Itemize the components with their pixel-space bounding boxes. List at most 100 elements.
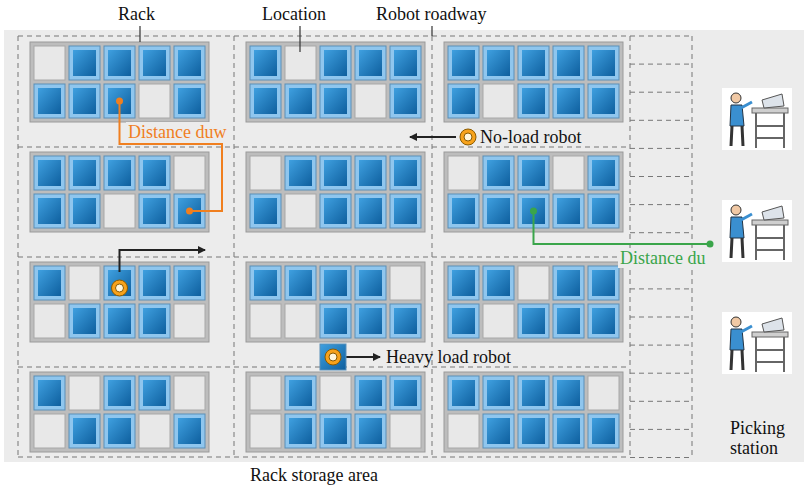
- location-load: [359, 198, 382, 224]
- location-full: [139, 194, 170, 228]
- worker-arm: [741, 326, 752, 332]
- roadway-line: [692, 36, 693, 457]
- location-empty: [448, 414, 479, 448]
- location-empty: [483, 304, 514, 338]
- station-lane: [630, 317, 692, 318]
- rack: [444, 372, 623, 452]
- location-load: [73, 160, 96, 186]
- location-full: [320, 194, 351, 228]
- location-full: [483, 414, 514, 448]
- location-full: [69, 156, 100, 190]
- location-load: [522, 380, 545, 406]
- location-full: [553, 376, 584, 410]
- location-full: [104, 376, 135, 410]
- location-full: [483, 376, 514, 410]
- location-empty: [285, 304, 316, 338]
- roadway-line: [18, 457, 630, 458]
- location-load: [487, 50, 510, 76]
- location-load: [108, 270, 131, 296]
- location-empty: [139, 84, 170, 118]
- picking-station-icon: [722, 200, 792, 262]
- location-full: [285, 156, 316, 190]
- picking-station-icon: [722, 88, 792, 150]
- location-load: [38, 160, 61, 186]
- storage-ground: [4, 30, 804, 462]
- location-load: [522, 418, 545, 444]
- location-full: [483, 194, 514, 228]
- location-full: [390, 194, 421, 228]
- location-full: [588, 46, 619, 80]
- location-full: [104, 46, 135, 80]
- robot-center: [464, 133, 472, 141]
- robot-move-arrow: [120, 250, 206, 272]
- location-load: [592, 160, 615, 186]
- location-load: [487, 418, 510, 444]
- location-empty: [34, 46, 65, 80]
- location-full: [104, 304, 135, 338]
- location-full: [250, 84, 281, 118]
- location-full: [588, 414, 619, 448]
- location-full: [390, 46, 421, 80]
- location-full: [69, 304, 100, 338]
- location-load: [73, 418, 96, 444]
- distance-label: Distance du: [618, 248, 707, 268]
- location-empty: [104, 194, 135, 228]
- location-load: [394, 308, 417, 334]
- location-full: [69, 46, 100, 80]
- location-full: [588, 304, 619, 338]
- station-desk: [752, 332, 788, 337]
- location-full: [518, 156, 549, 190]
- part-label: Location: [262, 4, 326, 24]
- location-full: [320, 46, 351, 80]
- station-lane: [630, 429, 692, 430]
- location-full: [69, 84, 100, 118]
- location-full: [448, 266, 479, 300]
- location-full: [34, 266, 65, 300]
- location-full: [518, 84, 549, 118]
- location-load: [557, 50, 580, 76]
- location-load: [143, 270, 166, 296]
- location-full: [390, 376, 421, 410]
- location-load: [289, 418, 312, 444]
- location-full: [553, 46, 584, 80]
- location-full: [355, 266, 386, 300]
- location-full: [285, 376, 316, 410]
- rack: [246, 42, 425, 122]
- station-lane: [630, 457, 692, 458]
- location-load: [73, 50, 96, 76]
- location-empty: [250, 304, 281, 338]
- location-load: [178, 88, 201, 114]
- location-full: [355, 414, 386, 448]
- location-load: [359, 380, 382, 406]
- robot-label: Heavy load robot: [386, 347, 511, 367]
- location-load: [324, 270, 347, 296]
- location-full: [448, 304, 479, 338]
- location-load: [108, 308, 131, 334]
- location-load: [592, 50, 615, 76]
- location-load: [557, 418, 580, 444]
- location-load: [592, 198, 615, 224]
- station-lane: [630, 36, 692, 37]
- location-load: [143, 308, 166, 334]
- location-empty: [320, 376, 351, 410]
- location-load: [108, 160, 131, 186]
- location-load: [143, 160, 166, 186]
- distance-du-path: [534, 211, 711, 244]
- location-load: [487, 380, 510, 406]
- location-load: [143, 198, 166, 224]
- location-full: [588, 84, 619, 118]
- location-load: [38, 88, 61, 114]
- location-full: [320, 304, 351, 338]
- location-full: [448, 376, 479, 410]
- station-shelf: [756, 225, 784, 260]
- location-load: [452, 308, 475, 334]
- location-load: [254, 88, 277, 114]
- location-full: [448, 194, 479, 228]
- location-load: [452, 88, 475, 114]
- location-load: [254, 50, 277, 76]
- location-full: [104, 156, 135, 190]
- location-empty: [174, 156, 205, 190]
- station-ground: [722, 200, 792, 262]
- roadway-line: [630, 36, 631, 457]
- location-load: [289, 160, 312, 186]
